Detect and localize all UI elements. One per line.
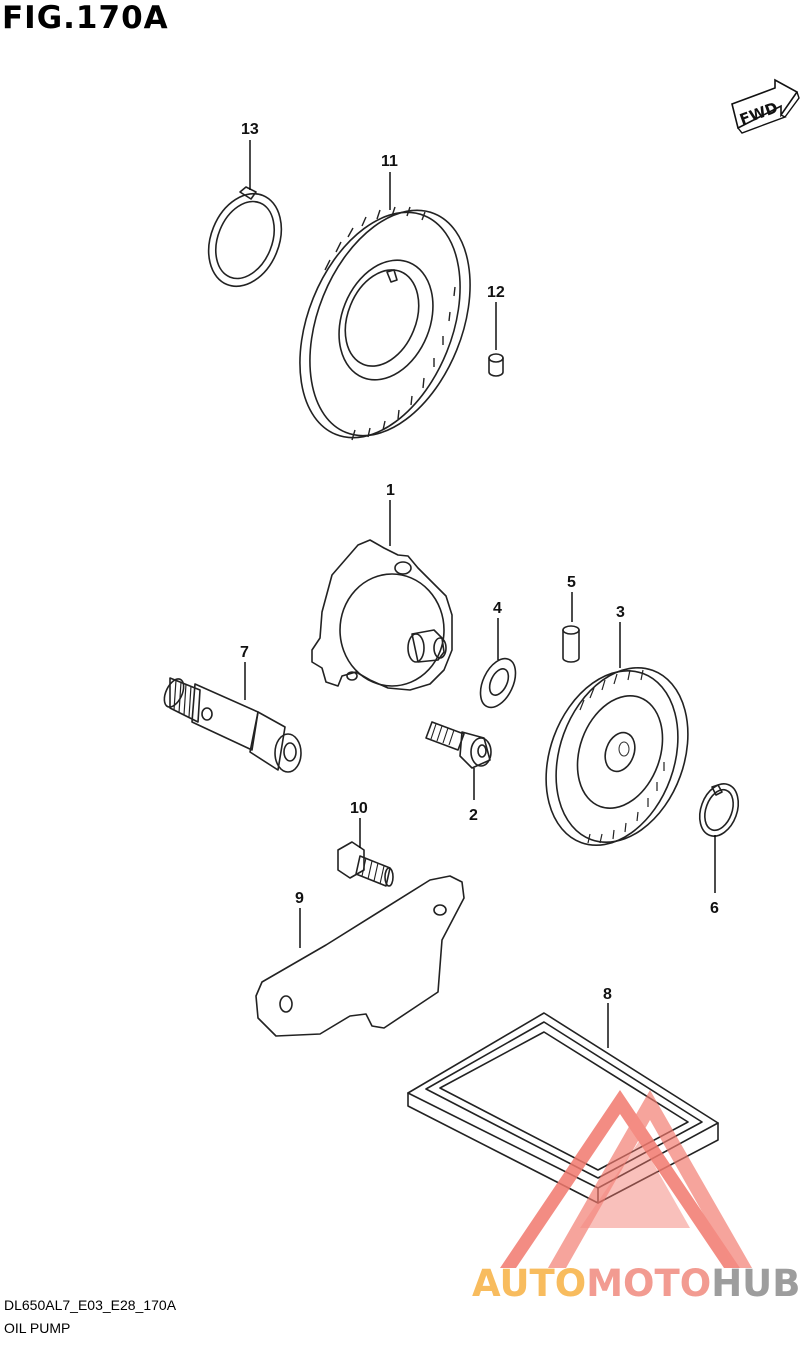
callout-8: 8 — [603, 986, 612, 1003]
watermark-triangle-icon — [500, 1090, 752, 1268]
callout-12: 12 — [487, 284, 505, 301]
callout-13: 13 — [241, 121, 259, 138]
svg-text:AUTOMOTOHUB: AUTOMOTOHUB — [472, 1262, 800, 1305]
fwd-arrow-icon: FWD — [731, 78, 800, 134]
part-1-oil-pump — [311, 539, 453, 691]
part-10-bolt — [337, 841, 394, 887]
callout-1: 1 — [386, 482, 395, 499]
part-5-pin — [562, 625, 580, 663]
callout-3: 3 — [616, 604, 625, 621]
callout-10: 10 — [350, 800, 368, 817]
callout-11: 11 — [381, 153, 398, 170]
callout-4: 4 — [493, 600, 502, 617]
callout-5: 5 — [567, 574, 576, 591]
automotohub-watermark: AUTOMOTOHUB — [472, 1090, 800, 1305]
callout-6: 6 — [710, 900, 719, 917]
figure-title: FIG.170A — [2, 0, 169, 36]
callout-2: 2 — [469, 807, 478, 824]
part-6-circlip — [698, 783, 740, 837]
watermark-moto: MOTO — [586, 1262, 711, 1305]
watermark-auto: AUTO — [472, 1262, 586, 1305]
figure-name: OIL PUMP — [4, 1320, 71, 1336]
part-3-drive-gear — [545, 667, 689, 846]
callouts: 13 11 12 1 5 3 4 7 2 10 9 6 8 — [240, 121, 719, 1003]
part-11-driven-gear — [299, 206, 471, 441]
callout-9: 9 — [295, 890, 304, 907]
part-7-shaft — [163, 677, 302, 773]
part-13-circlip — [207, 186, 283, 288]
part-9-gasket — [255, 875, 465, 1037]
callout-7: 7 — [240, 644, 249, 661]
part-12-pin — [488, 353, 504, 377]
watermark-hub: HUB — [711, 1262, 800, 1305]
part-2-bolt — [425, 721, 492, 769]
part-4-washer — [479, 657, 517, 709]
lead-lines — [244, 140, 716, 1048]
figure-code: DL650AL7_E03_E28_170A — [4, 1297, 177, 1313]
